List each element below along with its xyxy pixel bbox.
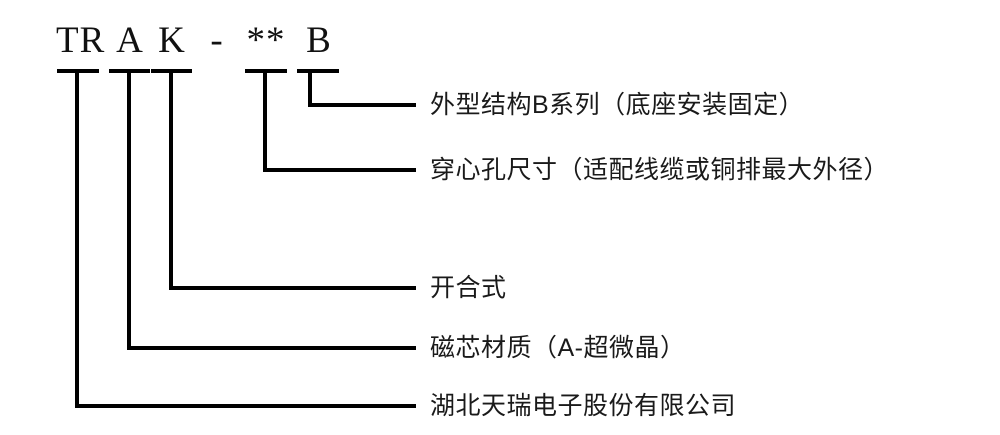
leader-vertical-b	[308, 71, 312, 107]
annotation-b-series: 外型结构B系列（底座安装固定）	[430, 91, 805, 119]
leader-caps	[57, 69, 339, 73]
leader-vertical-tr	[75, 71, 79, 408]
cap-b	[297, 69, 339, 73]
code-segment-stars: **	[246, 20, 286, 61]
leader-path-b-series	[308, 71, 416, 107]
code-segment-b: B	[306, 20, 332, 61]
leader-vertical-stars	[263, 71, 267, 172]
leader-horizontal-stars	[263, 168, 416, 172]
annotation-company: 湖北天瑞电子股份有限公司	[430, 392, 737, 420]
code-segment-a: A	[116, 20, 144, 61]
leader-horizontal-k	[169, 286, 416, 290]
leader-horizontal-a	[127, 346, 416, 350]
leader-horizontal-b	[308, 103, 416, 107]
leader-path-core-material	[127, 71, 416, 350]
leader-path-company	[75, 71, 416, 408]
leader-path-split-core	[169, 71, 416, 290]
leader-horizontal-tr	[75, 404, 416, 408]
annotation-split-core: 开合式	[430, 274, 507, 302]
annotation-hole-size: 穿心孔尺寸（适配线缆或铜排最大外径）	[430, 156, 890, 184]
annotation-core-material: 磁芯材质（A-超微晶）	[430, 334, 686, 362]
code-segment-dash: -	[210, 20, 224, 61]
leader-vertical-k	[169, 71, 173, 290]
part-number-row: TR A K - ** B	[0, 18, 420, 68]
leader-path-hole-size	[263, 71, 416, 172]
code-segment-k: K	[158, 20, 186, 61]
leader-vertical-a	[127, 71, 131, 350]
code-segment-tr: TR	[56, 20, 106, 61]
